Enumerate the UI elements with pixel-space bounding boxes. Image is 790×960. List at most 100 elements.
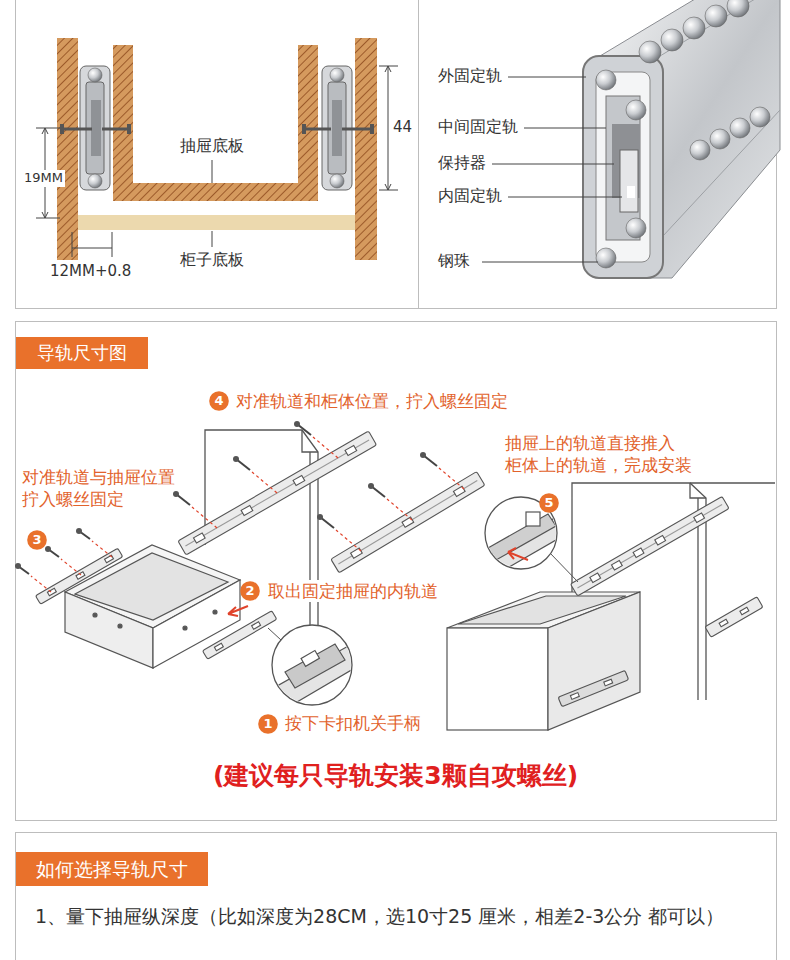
cabinet-outline [697,498,698,700]
cabinet-walls [57,38,377,260]
slide-rail [241,505,253,515]
screw-path [92,541,112,557]
drawer [65,592,153,668]
drawer [183,626,187,630]
step-text: 取出固定抽屉的内轨道 [266,580,440,602]
screw-path [387,499,412,520]
screw-path [61,559,81,575]
rail-3d [627,186,635,198]
zoom-detail [268,497,578,712]
leader-line [508,77,586,78]
panel-frames [418,0,419,308]
slide-rail [203,611,277,660]
callout-circle [27,530,47,550]
callout-circle [539,493,559,513]
screw-path [252,472,277,493]
rail-3d [596,72,650,262]
slide-rail [214,643,223,650]
slide-rail [36,548,123,604]
rail-3d [750,107,770,127]
slide-rail [47,588,56,595]
slide-rail [558,670,629,706]
note-text: (建议每只导轨安装3颗自攻螺丝) [15,760,776,793]
panel-frames [16,833,777,960]
drawer [447,628,548,730]
part-label: 柜子底板 [180,250,244,271]
cabinet-outline [690,482,775,483]
rail-3d [596,0,770,268]
slide-rail [590,573,601,583]
rail-3d [683,17,705,39]
screw-path [192,507,217,528]
screw [45,546,51,552]
section-tab: 导轨尺寸图 [16,337,148,369]
rail-3d [626,218,646,238]
slide-rail [402,517,414,527]
dimension-line [36,218,60,219]
slide-rail [193,533,205,543]
drawer-section [113,45,318,201]
slide-rail [633,548,644,558]
rail-section-right [330,68,344,82]
slide-rail [252,622,261,629]
dimension-label: 44 [393,118,412,138]
node-text: 1 [263,716,272,732]
dimension-line [72,248,112,249]
slide-rail [655,535,666,545]
callout-number: 4 [209,391,229,411]
zoom-detail [488,514,556,560]
dimension-line [112,232,113,257]
part-label: 抽屉底板 [180,136,244,157]
slide-rail [178,431,377,555]
slide-rail [185,440,369,546]
screw [368,483,374,489]
drawer [118,624,122,628]
rail-3d [596,70,616,90]
screw [233,456,239,462]
section-tab: 如何选择导轨尺寸 [16,852,208,886]
slide-rail [345,445,357,455]
rail-3d [650,110,780,250]
callout-number: 1 [258,714,278,734]
screw [64,128,92,131]
screw [173,491,179,497]
slide-rail [331,472,485,573]
rail-3d [650,0,760,62]
node-text: 4 [214,393,223,409]
rail-3d [710,129,730,149]
screw-path [336,530,361,551]
leader-line [212,160,213,183]
leader-line [482,262,598,263]
screw [127,124,131,134]
slide-rail [719,619,728,626]
zoom-detail [301,651,319,667]
zoom-detail [480,515,570,578]
slide-rail [351,548,363,558]
node-text: 3 [32,532,41,548]
step-text: 对准轨道与抽屉位置 拧入螺丝固定 [22,466,222,510]
node-text: 2 [245,583,254,599]
rail-3d [583,56,663,278]
rail-3d [583,0,780,278]
rail-section-right [330,174,344,188]
leader-line [212,231,213,247]
rail-3d [690,140,710,160]
rail-section-left [91,100,101,156]
callout-number: 2 [240,581,260,601]
dimension-line [36,66,398,257]
part-label: 外固定轨 [438,66,502,87]
rail-3d [661,29,683,51]
slide-rail [571,496,730,596]
dimension-line [72,232,73,257]
rail-3d [600,0,780,278]
slide-rail [203,611,277,660]
zoom-detail [285,644,345,688]
rail-3d [596,248,616,268]
drawer [93,613,97,617]
screw [302,124,306,134]
dimension-line [388,66,389,190]
cabinet-bottom-board [78,215,355,230]
screw [420,452,426,458]
slide-rail [740,607,749,614]
